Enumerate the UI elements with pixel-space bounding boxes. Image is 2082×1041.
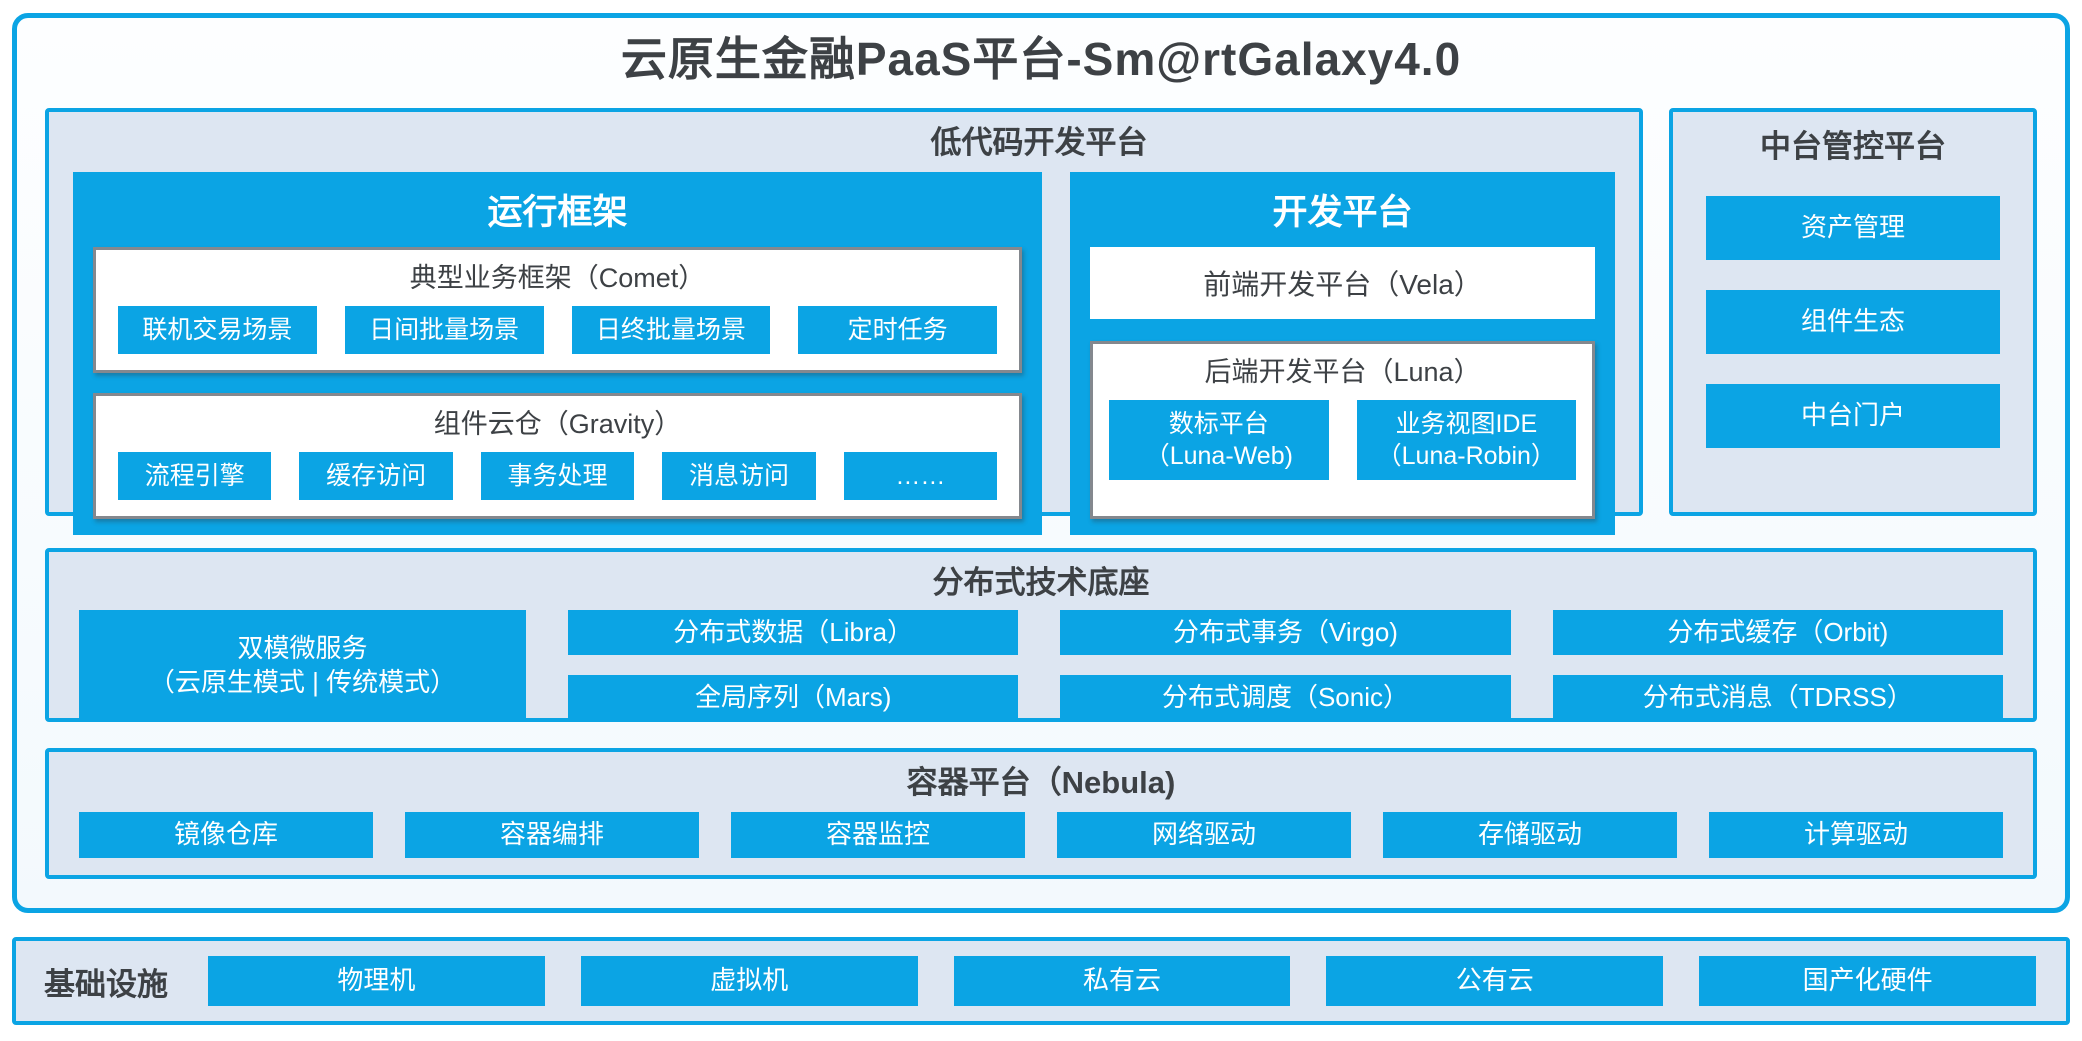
comet-items-row: 联机交易场景 日间批量场景 日终批量场景 定时任务 (118, 306, 998, 354)
block-public-cloud: 公有云 (1326, 956, 1664, 1006)
block-physical-machine: 物理机 (208, 956, 545, 1006)
block-transaction-processing: 事务处理 (480, 452, 635, 500)
block-container-monitoring: 容器监控 (731, 812, 1025, 858)
block-distributed-data-libra: 分布式数据（Libra） (568, 610, 1019, 655)
midplatform-title: 中台管控平台 (1760, 129, 1946, 164)
luna-box-title: 后端开发平台（Luna） (1204, 357, 1481, 387)
block-dual-mode-microservice: 双模微服务 （云原生模式 | 传统模式） (79, 610, 526, 721)
gravity-box-title: 组件云仓（Gravity） (433, 409, 682, 439)
midplatform-panel: 中台管控平台 资产管理 组件生态 中台门户 (1669, 108, 2037, 516)
block-image-registry: 镜像仓库 (79, 812, 373, 858)
dev-platform-panel: 开发平台 前端开发平台（Vela） 后端开发平台（Luna） 数标平台 （Lun… (1070, 172, 1615, 535)
block-distributed-message-tdrss: 分布式消息（TDRSS） (1552, 675, 2003, 720)
block-eod-batch-scenario: 日终批量场景 (571, 306, 771, 354)
block-online-trading-scenario: 联机交易场景 (118, 306, 317, 354)
block-luna-web: 数标平台 （Luna-Web) (1109, 400, 1329, 480)
block-distributed-cache-orbit: 分布式缓存（Orbit) (1552, 610, 2003, 655)
block-distributed-transaction-virgo: 分布式事务（Virgo) (1060, 610, 1511, 655)
distributed-column-2: 分布式事务（Virgo) 分布式调度（Sonic） (1060, 610, 1511, 721)
vela-box: 前端开发平台（Vela） (1090, 247, 1595, 319)
comet-box: 典型业务框架（Comet） 联机交易场景 日间批量场景 日终批量场景 定时任务 (93, 247, 1023, 373)
platform-container: 云原生金融PaaS平台-Sm@rtGalaxy4.0 低代码开发平台 运行框架 … (12, 13, 2070, 913)
luna-robin-code: （Luna-Robin） (1376, 442, 1556, 470)
block-distributed-scheduling-sonic: 分布式调度（Sonic） (1060, 675, 1511, 720)
block-virtual-machine: 虚拟机 (580, 956, 918, 1006)
block-process-engine: 流程引擎 (118, 452, 272, 500)
block-daytime-batch-scenario: 日间批量场景 (344, 306, 544, 354)
lowcode-platform-panel: 低代码开发平台 运行框架 典型业务框架（Comet） 联机交易场景 日间批量场景… (45, 108, 1643, 535)
comet-box-title: 典型业务框架（Comet） (409, 263, 706, 293)
dual-mode-name: 双模微服务 (237, 632, 368, 663)
luna-box: 后端开发平台（Luna） 数标平台 （Luna-Web) 业务视图IDE （Lu… (1090, 341, 1595, 519)
container-platform-items-row: 镜像仓库 容器编排 容器监控 网络驱动 存储驱动 计算驱动 (79, 812, 2003, 858)
distributed-base-body: 双模微服务 （云原生模式 | 传统模式） 分布式数据（Libra） 全局序列（M… (79, 610, 2003, 721)
lowcode-platform-body: 运行框架 典型业务框架（Comet） 联机交易场景 日间批量场景 日终批量场景 … (73, 172, 1615, 535)
block-scheduled-tasks: 定时任务 (798, 306, 998, 354)
dev-platform-title: 开发平台 (1272, 193, 1413, 232)
block-ellipsis: …… (843, 452, 998, 500)
luna-web-name: 数标平台 (1168, 409, 1269, 438)
block-midplatform-portal: 中台门户 (1706, 384, 2000, 448)
block-luna-robin: 业务视图IDE （Luna-Robin） (1356, 400, 1577, 480)
block-container-orchestration: 容器编排 (405, 812, 699, 858)
lowcode-platform-title: 低代码开发平台 (930, 125, 1148, 160)
block-domestic-hardware: 国产化硬件 (1699, 956, 2036, 1006)
luna-web-code: （Luna-Web) (1144, 442, 1293, 470)
block-network-driver: 网络驱动 (1057, 812, 1351, 858)
container-platform-title: 容器平台（Nebula) (906, 765, 1176, 800)
gravity-box: 组件云仓（Gravity） 流程引擎 缓存访问 事务处理 消息访问 …… (93, 393, 1023, 519)
luna-items-row: 数标平台 （Luna-Web) 业务视图IDE （Luna-Robin） (1109, 400, 1577, 500)
luna-robin-name: 业务视图IDE (1395, 409, 1538, 438)
block-cache-access: 缓存访问 (299, 452, 453, 500)
block-storage-driver: 存储驱动 (1383, 812, 1677, 858)
block-global-sequence-mars: 全局序列（Mars) (568, 675, 1019, 720)
runtime-framework-title: 运行框架 (487, 193, 628, 232)
block-component-ecosystem: 组件生态 (1706, 290, 2000, 354)
block-private-cloud: 私有云 (953, 956, 1291, 1006)
block-message-access: 消息访问 (662, 452, 816, 500)
distributed-column-3: 分布式缓存（Orbit) 分布式消息（TDRSS） (1552, 610, 2003, 721)
page-title: 云原生金融PaaS平台-Sm@rtGalaxy4.0 (620, 33, 1462, 85)
distributed-base-panel: 分布式技术底座 双模微服务 （云原生模式 | 传统模式） 分布式数据（Libra… (45, 548, 2037, 722)
top-row: 低代码开发平台 运行框架 典型业务框架（Comet） 联机交易场景 日间批量场景… (45, 108, 2037, 535)
infrastructure-title: 基础设施 (44, 966, 168, 1002)
dual-mode-detail: （云原生模式 | 传统模式） (148, 666, 457, 697)
gravity-items-row: 流程引擎 缓存访问 事务处理 消息访问 …… (118, 452, 998, 500)
distributed-base-title: 分布式技术底座 (932, 565, 1150, 600)
distributed-column-1: 分布式数据（Libra） 全局序列（Mars) (568, 610, 1019, 721)
block-asset-management: 资产管理 (1706, 196, 2000, 260)
block-compute-driver: 计算驱动 (1709, 812, 2003, 858)
infrastructure-panel: 基础设施 物理机 虚拟机 私有云 公有云 国产化硬件 (12, 937, 2070, 1025)
container-platform-panel: 容器平台（Nebula) 镜像仓库 容器编排 容器监控 网络驱动 存储驱动 计算… (45, 748, 2037, 879)
runtime-framework-panel: 运行框架 典型业务框架（Comet） 联机交易场景 日间批量场景 日终批量场景 … (73, 172, 1043, 535)
